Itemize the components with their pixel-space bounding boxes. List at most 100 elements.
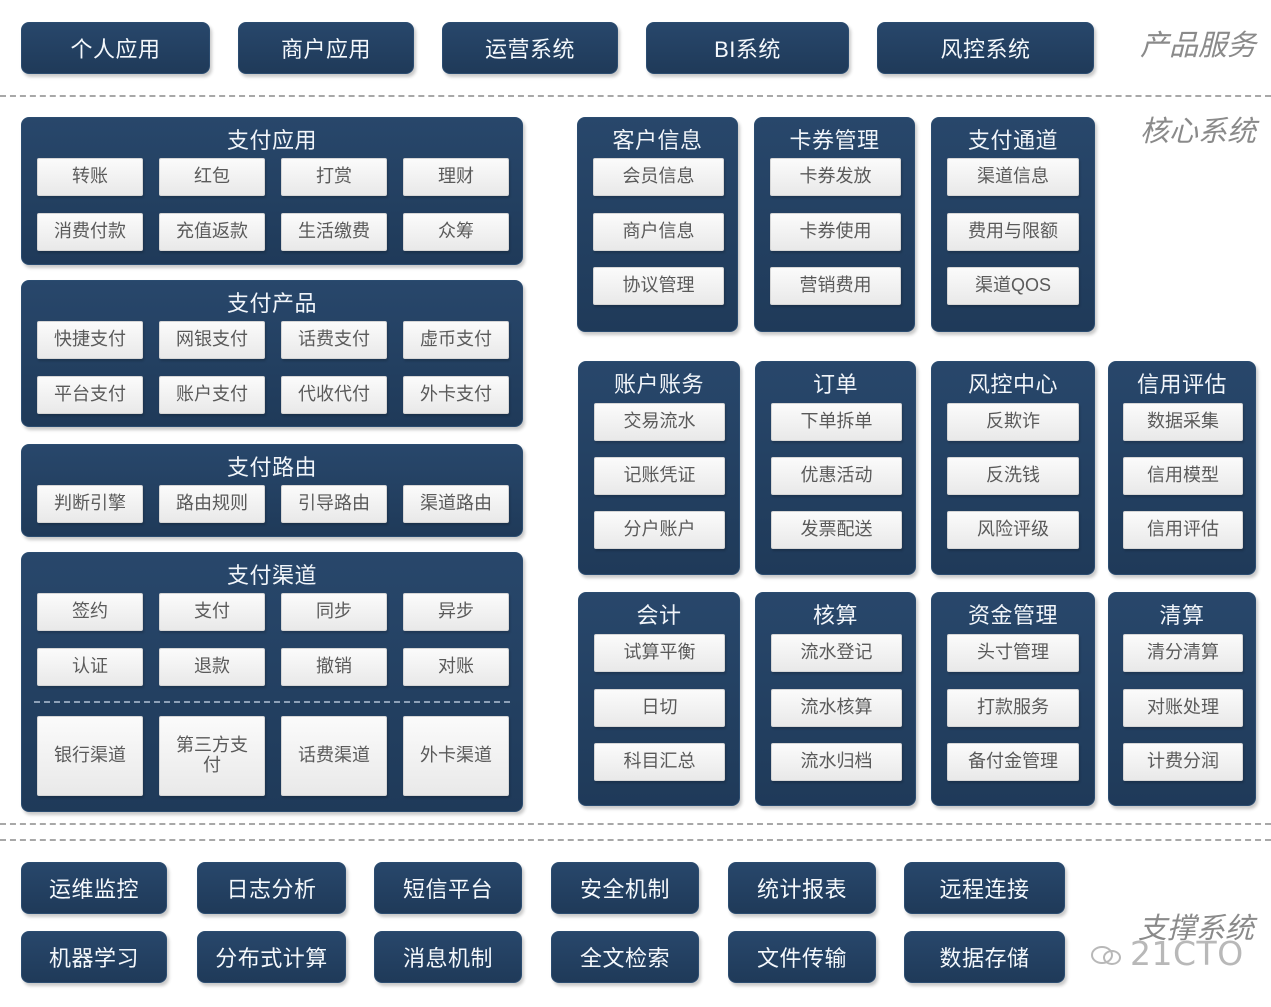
payment-gateway-title: 支付通道 [967,128,1058,153]
clearing-title: 清算 [1159,603,1205,628]
payment-app-panel: 支付应用 转账 红包 打赏 理财 消费付款 充值返款 生活缴费 众筹 [21,117,523,265]
payment-product-item: 虚币支付 [403,321,509,359]
fund-management-item: 打款服务 [947,689,1079,727]
payment-routing-panel: 支付路由 判断引擎 路由规则 引导路由 渠道路由 [21,444,523,537]
payment-app-item: 生活缴费 [281,213,387,251]
support-service: 数据存储 [904,931,1065,983]
reconciliation-item: 流水核算 [771,689,902,727]
payment-routing-item: 引导路由 [281,485,387,523]
support-service: 短信平台 [374,862,522,914]
customer-info-item: 协议管理 [593,267,724,305]
payment-routing-title: 支付路由 [226,455,317,480]
payment-routing-item: 判断引擎 [37,485,143,523]
payment-gateway-item: 费用与限额 [947,213,1079,251]
support-service: 安全机制 [551,862,699,914]
fund-management-item: 备付金管理 [947,743,1079,781]
reconciliation-title: 核算 [812,603,858,628]
order-item: 优惠活动 [771,457,902,495]
risk-center-panel: 风控中心 反欺诈 反洗钱 风险评级 [931,361,1095,575]
coupon-management-item: 营销费用 [770,267,901,305]
payment-product-item: 外卡支付 [403,376,509,414]
fund-management-panel: 资金管理 头寸管理 打款服务 备付金管理 [931,592,1095,806]
coupon-management-item: 卡券发放 [770,158,901,196]
chat-bubbles-icon [1088,940,1124,968]
reconciliation-item: 流水登记 [771,634,902,672]
top-service-risk: 风控系统 [877,22,1094,74]
payment-product-item: 网银支付 [159,321,265,359]
customer-info-item: 商户信息 [593,213,724,251]
payment-app-item: 打赏 [281,158,387,196]
payment-gateway-item: 渠道QOS [947,267,1079,305]
support-service: 全文检索 [551,931,699,983]
payment-channel-item: 退款 [159,648,265,686]
order-panel: 订单 下单拆单 优惠活动 发票配送 [755,361,916,575]
coupon-management-item: 卡券使用 [770,213,901,251]
support-systems-label: 支撑系统 [1138,911,1255,945]
payment-channel-bottom-item: 话费渠道 [281,716,387,796]
reconciliation-item: 流水归档 [771,743,902,781]
payment-channel-bottom-item: 银行渠道 [37,716,143,796]
payment-routing-item: 渠道路由 [403,485,509,523]
customer-info-title: 客户信息 [612,128,703,153]
customer-info-panel: 客户信息 会员信息 商户信息 协议管理 [577,117,738,332]
order-item: 发票配送 [771,511,902,549]
account-ledger-item: 交易流水 [594,403,725,441]
payment-gateway-panel: 支付通道 渠道信息 费用与限额 渠道QOS [931,117,1095,332]
account-ledger-item: 分户账户 [594,511,725,549]
reconciliation-panel: 核算 流水登记 流水核算 流水归档 [755,592,916,806]
risk-center-item: 风险评级 [947,511,1079,549]
top-divider [0,95,1271,97]
top-service-bi: BI系统 [646,22,849,74]
payment-channel-item: 异步 [403,593,509,631]
clearing-item: 计费分润 [1123,743,1243,781]
accounting-panel: 会计 试算平衡 日切 科目汇总 [578,592,740,806]
product-services-label: 产品服务 [1140,28,1257,62]
payment-app-item: 众筹 [403,213,509,251]
payment-app-title: 支付应用 [226,128,317,153]
risk-center-item: 反洗钱 [947,457,1079,495]
clearing-item: 对账处理 [1123,689,1243,727]
credit-assessment-title: 信用评估 [1136,372,1227,397]
account-ledger-title: 账户账务 [613,372,704,397]
watermark-text: 21CTO [1130,934,1244,973]
credit-assessment-panel: 信用评估 数据采集 信用模型 信用评估 [1108,361,1256,575]
payment-app-item: 充值返款 [159,213,265,251]
fund-management-title: 资金管理 [967,603,1058,628]
payment-products-title: 支付产品 [226,291,317,316]
payment-routing-item: 路由规则 [159,485,265,523]
clearing-item: 清分清算 [1123,634,1243,672]
support-service: 消息机制 [374,931,522,983]
payment-channel-item: 认证 [37,648,143,686]
account-ledger-item: 记账凭证 [594,457,725,495]
payment-app-item: 转账 [37,158,143,196]
payment-channel-item: 对账 [403,648,509,686]
payment-product-item: 话费支付 [281,321,387,359]
payment-gateway-item: 渠道信息 [947,158,1079,196]
support-service: 机器学习 [21,931,167,983]
payment-channel-item: 支付 [159,593,265,631]
clearing-panel: 清算 清分清算 对账处理 计费分润 [1108,592,1256,806]
payment-products-panel: 支付产品 快捷支付 网银支付 话费支付 虚币支付 平台支付 账户支付 代收代付 … [21,280,523,427]
accounting-item: 科目汇总 [594,743,725,781]
bottom-divider [0,823,1271,825]
payment-app-item: 消费付款 [37,213,143,251]
payment-channel-item: 撤销 [281,648,387,686]
support-service: 日志分析 [197,862,346,914]
accounting-item: 日切 [594,689,725,727]
support-service: 远程连接 [904,862,1065,914]
support-service: 分布式计算 [197,931,346,983]
watermark: 21CTO [1088,934,1244,973]
credit-assessment-item: 信用模型 [1123,457,1243,495]
core-systems-label: 核心系统 [1140,114,1257,148]
fund-management-item: 头寸管理 [947,634,1079,672]
payment-product-item: 账户支付 [159,376,265,414]
credit-assessment-item: 信用评估 [1123,511,1243,549]
payment-channel-bottom-item: 外卡渠道 [403,716,509,796]
risk-center-item: 反欺诈 [947,403,1079,441]
customer-info-item: 会员信息 [593,158,724,196]
coupon-management-title: 卡券管理 [789,128,880,153]
support-service: 运维监控 [21,862,167,914]
top-service-operations: 运营系统 [442,22,618,74]
top-service-personal: 个人应用 [21,22,210,74]
payment-channels-title: 支付渠道 [226,563,317,588]
